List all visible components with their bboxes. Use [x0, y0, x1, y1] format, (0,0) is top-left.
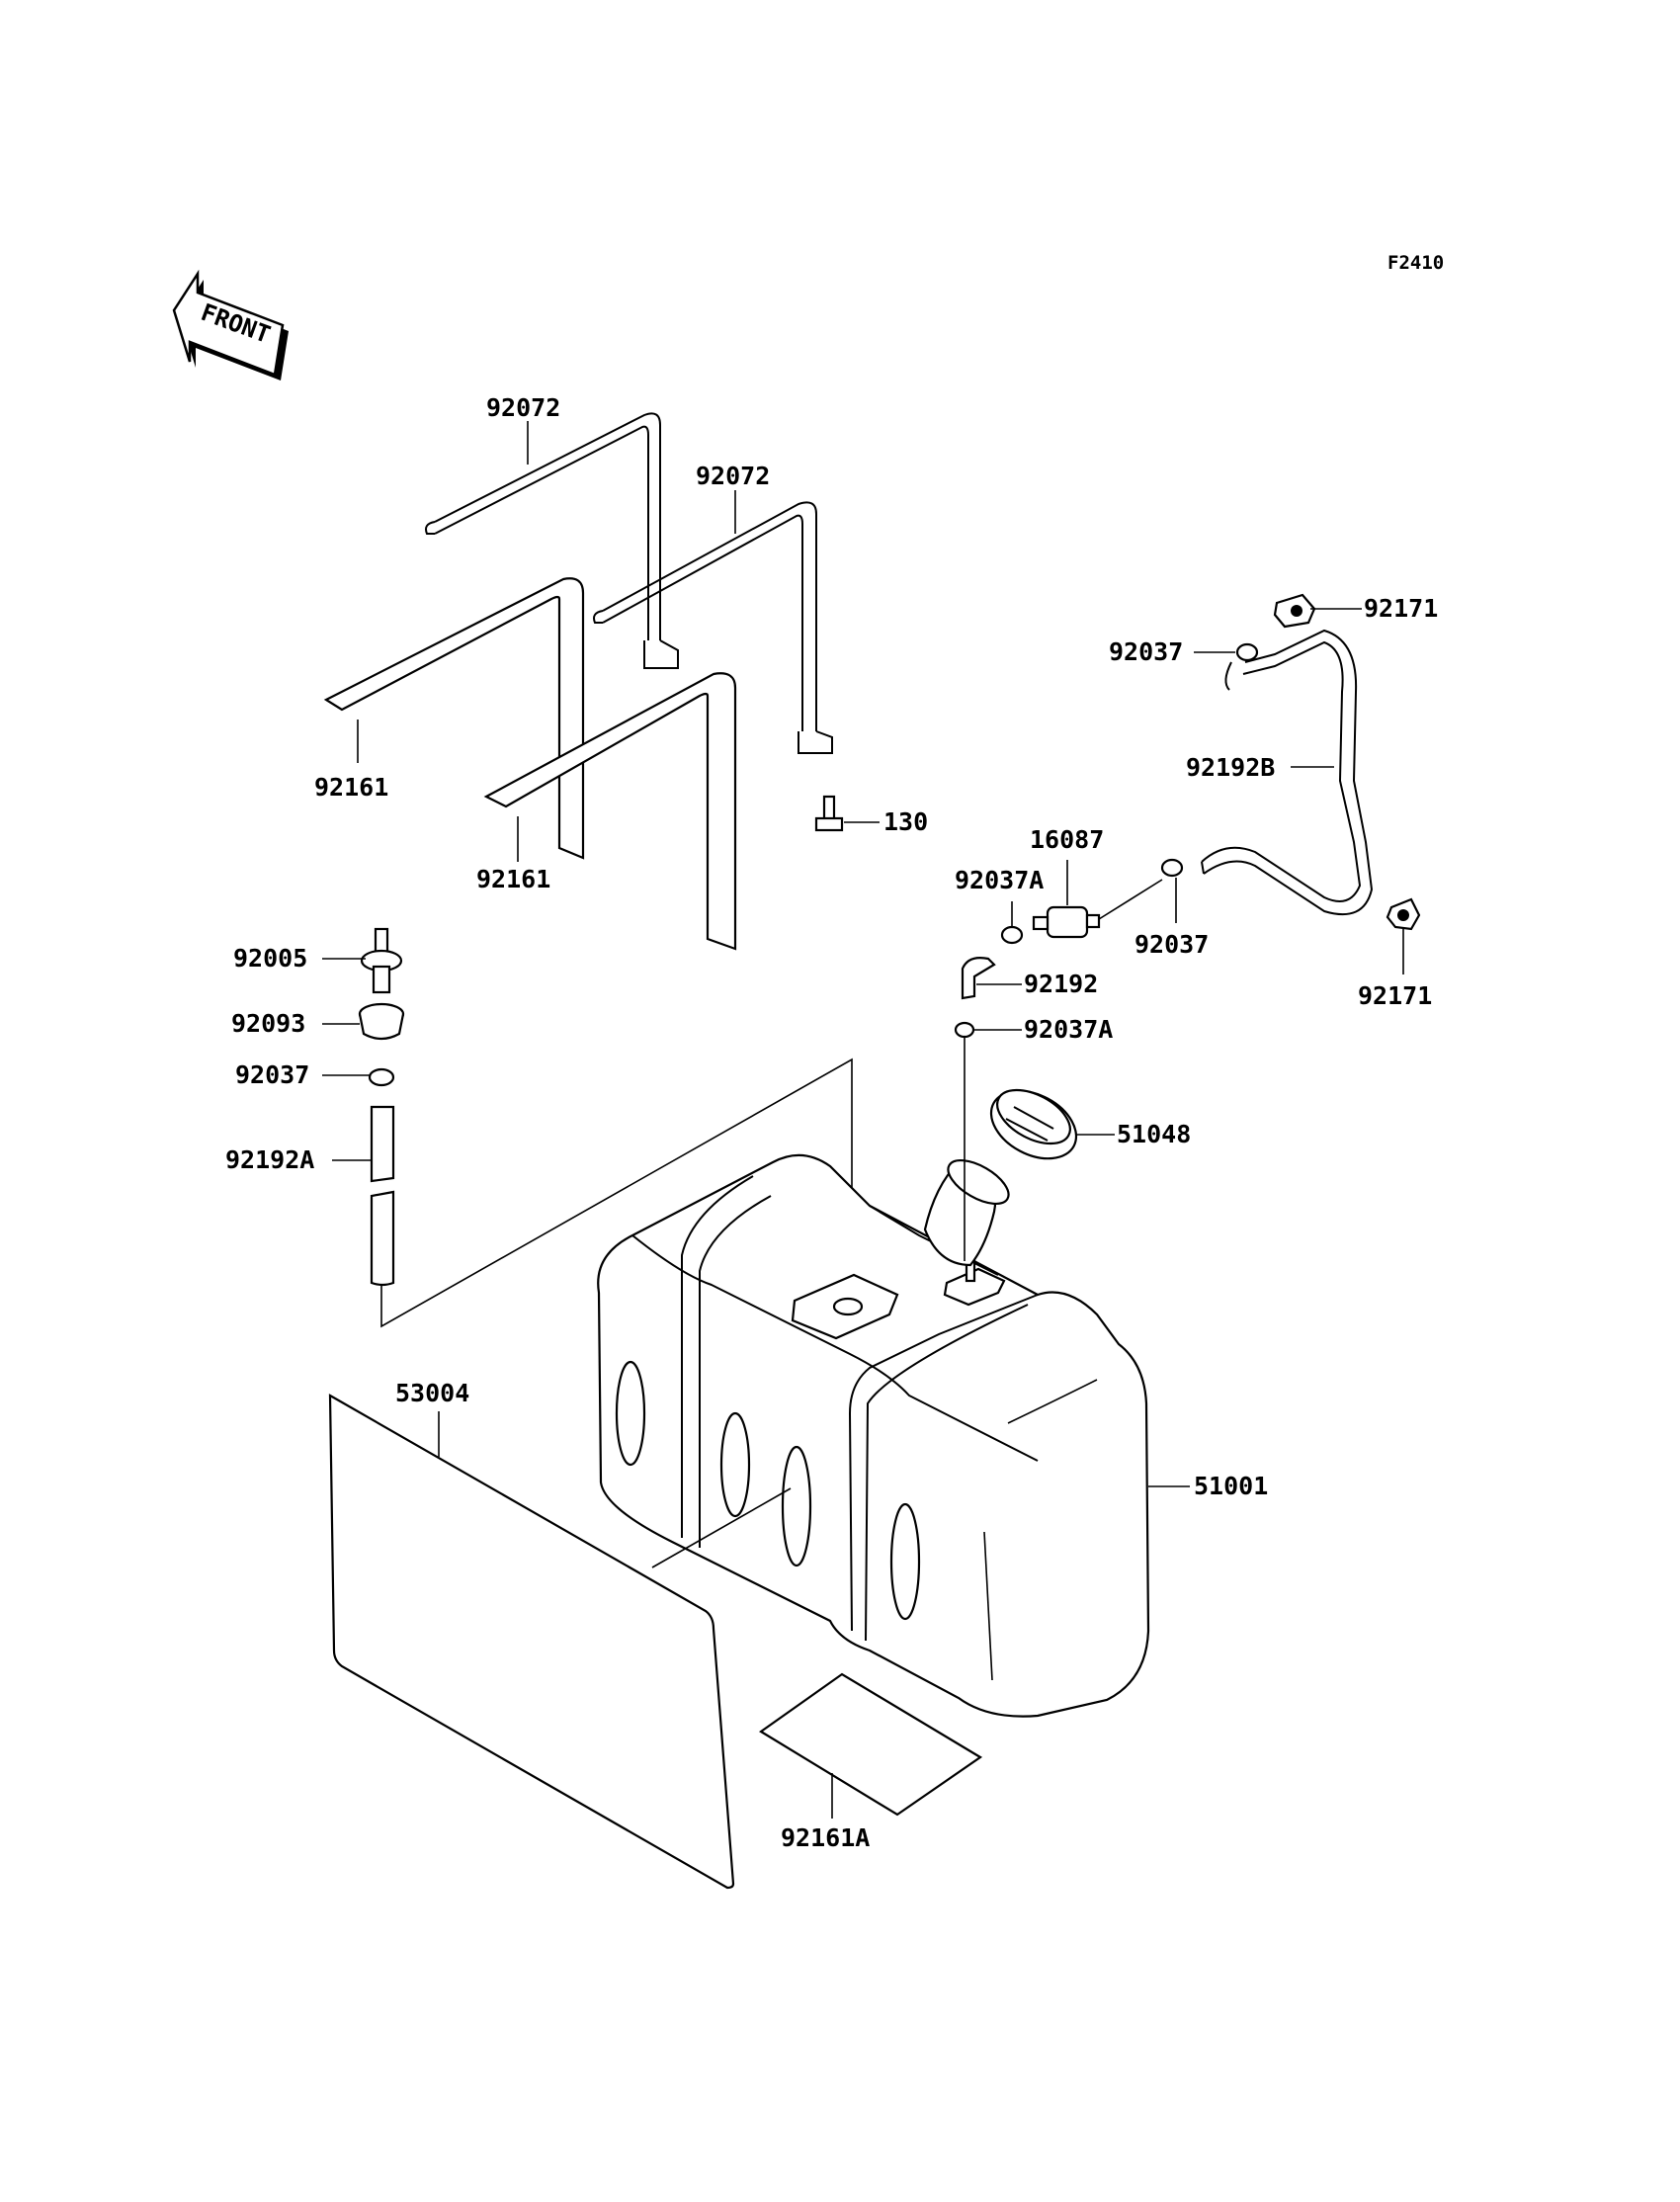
label-strap-right: 92072: [696, 462, 770, 490]
label-hose-short: 92192: [1024, 970, 1098, 998]
hose-clip-lower: [954, 1021, 975, 1039]
label-pad-right: 92161: [476, 865, 550, 893]
label-clamp-right: 92171: [1358, 981, 1432, 1010]
tank-pad-bottom: [758, 1672, 983, 1817]
label-pad-bottom: 92161A: [781, 1823, 870, 1852]
vent-hose-long: [1201, 629, 1374, 916]
label-clip-filter-left: 92037A: [955, 866, 1044, 894]
strap-pad-right: [483, 672, 737, 951]
label-pad-left: 92161: [314, 773, 388, 802]
vent-valve: [360, 927, 403, 994]
hose-clamp-right: [1386, 897, 1421, 931]
label-pad-large: 53004: [395, 1379, 469, 1407]
hose-route-line: [380, 1058, 853, 1328]
filter-outlet-line: [1098, 879, 1163, 920]
label-clip-top: 92037: [1109, 637, 1183, 666]
label-bolt: 130: [883, 807, 928, 836]
bolt: [814, 795, 844, 832]
figure-code: F2410: [1387, 252, 1444, 274]
tank-strap-right: [593, 501, 833, 754]
hose-clip-top: [1235, 642, 1259, 662]
label-clamp-top-right: 92171: [1364, 594, 1438, 623]
fuel-cap: [989, 1088, 1078, 1160]
vent-hose-short: [961, 957, 996, 1000]
label-cap: 51048: [1117, 1120, 1191, 1148]
label-filter: 16087: [1030, 825, 1104, 854]
front-arrow-icon: FRONT: [172, 269, 289, 381]
label-clip-filter-right: 92037: [1134, 930, 1209, 959]
hose-clip-left: [368, 1067, 395, 1087]
label-hose-vertical: 92192A: [225, 1145, 314, 1174]
label-valve: 92005: [233, 944, 307, 973]
tank-strap-left: [425, 412, 679, 669]
hose-clamp-top-right: [1273, 593, 1316, 629]
label-strap-left: 92072: [486, 393, 560, 422]
label-hose-long: 92192B: [1186, 753, 1275, 782]
label-clip-lower: 92037A: [1024, 1015, 1113, 1044]
tank-pad-large: [328, 1394, 735, 1890]
grommet: [358, 1002, 405, 1041]
strap-pad-left: [323, 577, 585, 860]
hose-clip-filter-right: [1160, 858, 1184, 878]
label-grommet: 92093: [231, 1009, 305, 1038]
fuel-filter: [1032, 905, 1101, 939]
fuel-tank: [597, 1153, 1150, 1718]
hose-clip-filter-left: [1000, 925, 1024, 945]
label-clip-left: 92037: [235, 1060, 309, 1089]
label-tank: 51001: [1194, 1472, 1268, 1500]
vent-hose-vertical: [370, 1105, 395, 1287]
